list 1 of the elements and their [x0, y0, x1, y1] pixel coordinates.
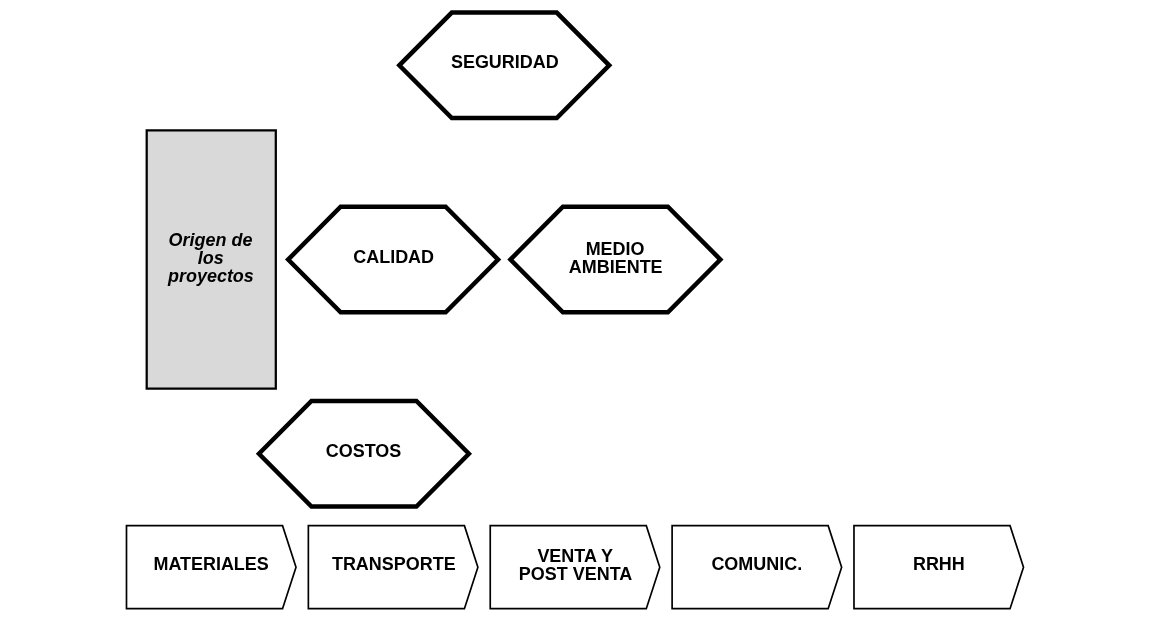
- node-box: Origen de los proyectos: [145, 129, 277, 390]
